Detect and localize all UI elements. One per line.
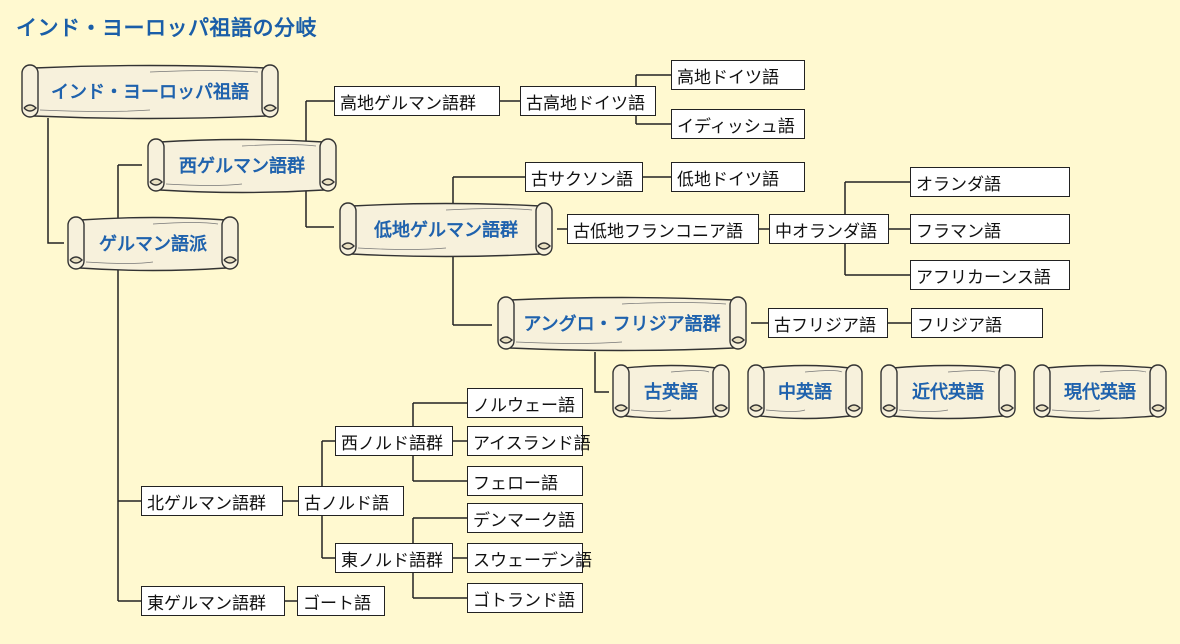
node-middle-english: 中英語 [742,360,868,422]
node-faroese: フェロー語 [467,466,583,496]
node-east-germanic: 東ゲルマン語群 [141,586,285,616]
node-old-english: 古英語 [607,360,735,422]
node-label: 現代英語 [1064,382,1136,403]
scroll-shape [747,364,863,420]
node-old-frisian: 古フリジア語 [768,308,888,338]
node-label: 古英語 [644,382,698,403]
node-west-germanic: 西ゲルマン語群 [142,134,342,196]
scroll-shape [497,296,747,352]
node-low-german: 低地ドイツ語 [671,162,805,192]
node-swedish: スウェーデン語 [467,543,592,573]
node-early-modern-english: 近代英語 [875,360,1021,422]
node-pie: インド・ヨーロッパ祖語 [16,60,284,122]
node-danish: デンマーク語 [467,503,583,533]
node-flemish: フラマン語 [910,214,1070,244]
node-label: 西ゲルマン語群 [179,156,305,177]
node-norwegian: ノルウェー語 [467,388,583,418]
node-west-norse: 西ノルド語群 [335,426,453,456]
node-germanic: ゲルマン語派 [62,212,244,274]
node-anglo-frisian: アングロ・フリジア語群 [492,292,752,354]
node-old-norse: 古ノルド語 [298,486,404,516]
scroll-shape [339,202,553,258]
page-title: インド・ヨーロッパ祖語の分岐 [16,16,317,40]
node-label: インド・ヨーロッパ祖語 [51,82,249,103]
node-icelandic: アイスランド語 [467,426,591,456]
scroll-shape [21,64,279,120]
scroll-shape [612,364,730,420]
scroll-shape [67,216,239,272]
node-label: 近代英語 [912,382,984,403]
node-label: ゲルマン語派 [99,234,207,255]
node-old-low-franconian: 古低地フランコニア語 [567,214,759,244]
node-high-german: 高地ドイツ語 [671,60,805,90]
node-yiddish: イディッシュ語 [671,109,805,139]
scroll-shape [147,138,337,194]
node-low-german-group: 低地ゲルマン語群 [334,198,558,260]
scroll-shape [1033,364,1167,420]
node-label: 中英語 [778,382,832,403]
node-high-german-group: 高地ゲルマン語群 [334,86,500,116]
node-frisian: フリジア語 [911,308,1043,338]
node-modern-english: 現代英語 [1028,360,1172,422]
node-east-norse: 東ノルド語群 [335,543,453,573]
node-old-saxon: 古サクソン語 [525,162,643,192]
node-north-germanic: 北ゲルマン語群 [141,486,283,516]
node-gothic: ゴート語 [297,586,385,616]
node-gutnish: ゴトランド語 [467,583,583,613]
scroll-shape [880,364,1016,420]
node-dutch: オランダ語 [910,167,1070,197]
node-afrikaans: アフリカーンス語 [910,260,1070,290]
node-label: アングロ・フリジア語群 [523,314,721,335]
node-label: 低地ゲルマン語群 [374,220,518,241]
node-middle-dutch: 中オランダ語 [769,214,889,244]
node-old-high-german: 古高地ドイツ語 [520,86,656,116]
